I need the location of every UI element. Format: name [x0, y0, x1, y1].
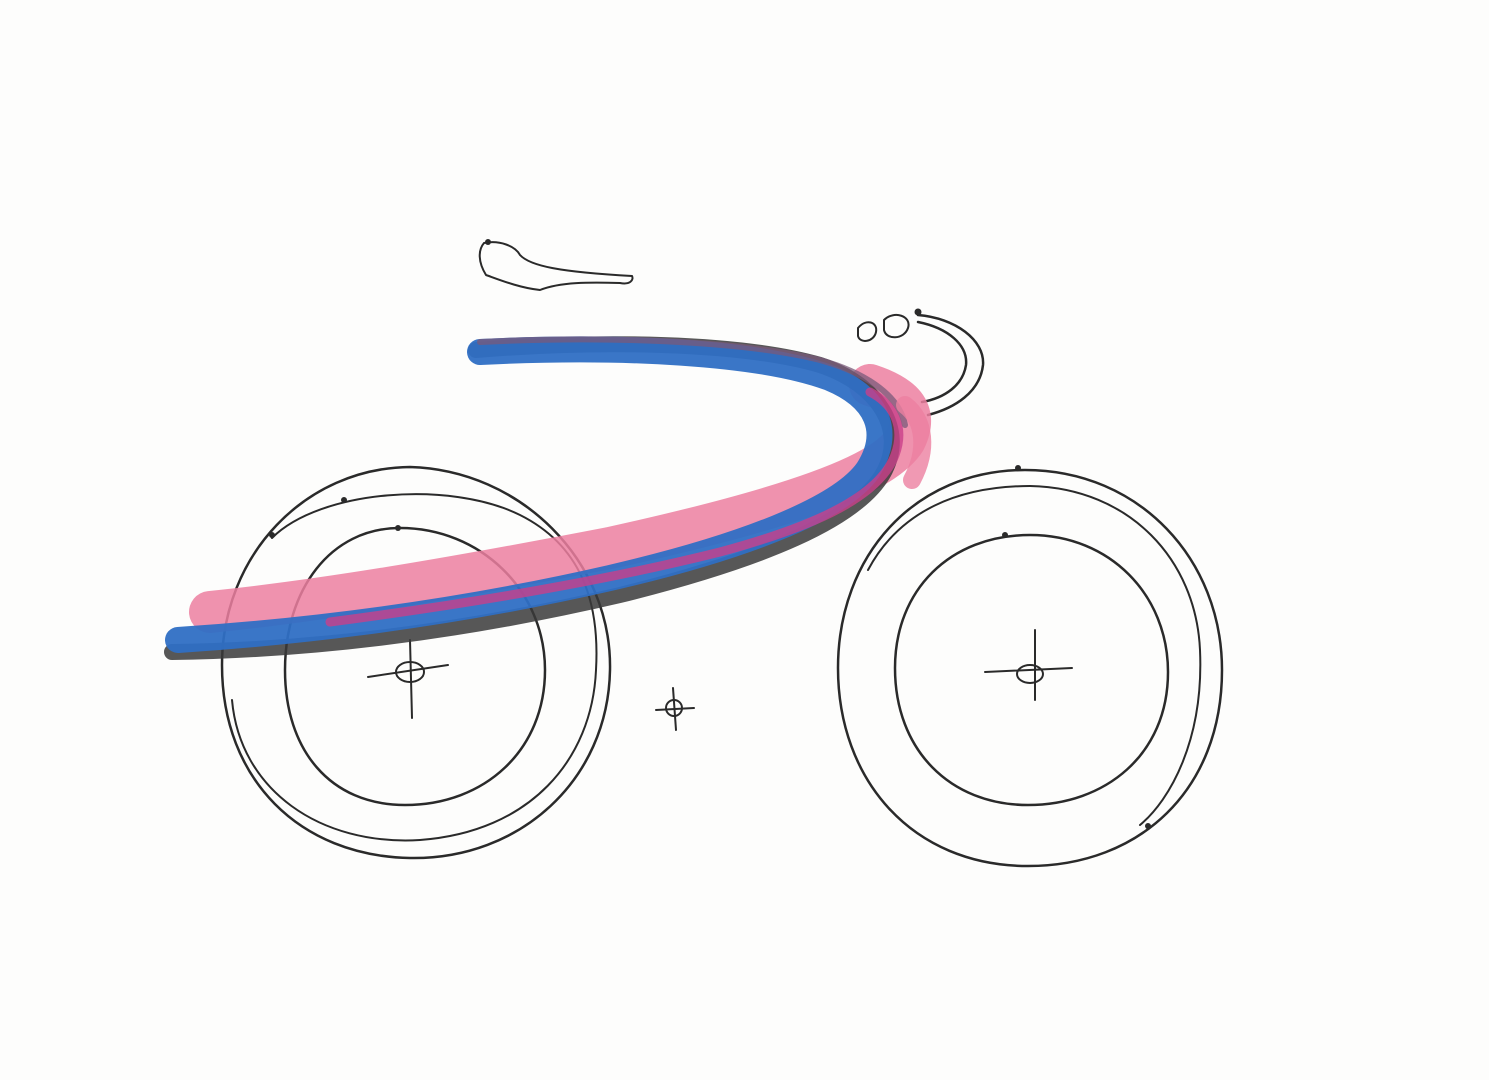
frame-magenta-stroke — [325, 387, 904, 627]
front-hub — [984, 629, 1073, 701]
handlebar — [857, 313, 985, 417]
rim-dots — [269, 239, 1151, 829]
saddle — [478, 241, 634, 291]
rear-hub — [367, 639, 449, 719]
front-wheel-outer-rim — [836, 468, 1224, 868]
front-wheel-inner-circle — [893, 533, 1170, 807]
crank-bracket — [655, 687, 695, 731]
frame-pink-stroke — [189, 364, 931, 633]
rear-wheel — [220, 465, 612, 860]
frame-purple-stroke — [477, 336, 908, 428]
frame-head-pink — [896, 396, 932, 489]
frame-swoosh — [164, 336, 932, 660]
handlebar-grip-right — [883, 313, 910, 339]
handlebar-grip-left — [857, 321, 878, 342]
front-wheel — [836, 468, 1224, 868]
frame-blue-stroke — [165, 336, 893, 653]
front-wheel-tire-line — [867, 485, 1202, 826]
rear-wheel-tire-line — [231, 493, 598, 842]
